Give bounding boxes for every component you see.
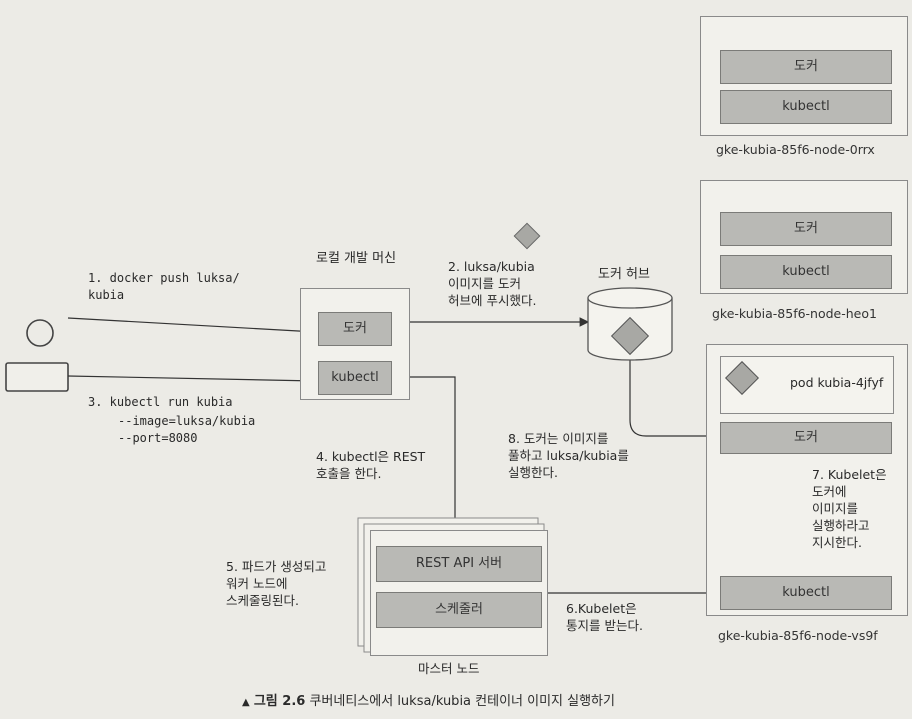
pod-name: pod kubia-4jfyf xyxy=(790,374,883,391)
node1-kubectl-bar: kubectl xyxy=(720,255,892,289)
step-3-label: 3. kubectl run kubia xyxy=(88,394,233,411)
node2-kubectl-bar: kubectl xyxy=(720,576,892,610)
step-4-label: 4. kubectl은 REST 호출을 한다. xyxy=(316,448,425,482)
step-6-label: 6.Kubelet은 통지를 받는다. xyxy=(566,600,643,634)
node0-kubectl-bar: kubectl xyxy=(720,90,892,124)
step-5-label: 5. 파드가 생성되고 워커 노드에 스케줄링된다. xyxy=(226,558,326,609)
node2-docker-bar: 도커 xyxy=(720,422,892,454)
docker-hub-title: 도커 허브 xyxy=(598,266,650,283)
image-diamond-icon xyxy=(514,223,539,248)
user-icon xyxy=(6,320,68,391)
step-8-label: 8. 도커는 이미지를 풀하고 luksa/kubia를 실행한다. xyxy=(508,430,629,481)
step-1-label: 1. docker push luksa/ kubia xyxy=(88,270,240,304)
node1-name: gke-kubia-85f6-node-heo1 xyxy=(712,306,877,321)
arrow-kubectl-run xyxy=(68,376,316,381)
caption: ▲ 그림 2.6 쿠버네티스에서 luksa/kubia 컨테이너 이미지 실행… xyxy=(242,690,615,709)
docker-hub-cylinder xyxy=(588,288,672,360)
rest-api-server-bar: REST API 서버 xyxy=(376,546,542,582)
arrow-docker-push xyxy=(68,318,316,332)
caption-text: 쿠버네티스에서 luksa/kubia 컨테이너 이미지 실행하기 xyxy=(309,694,615,709)
master-node-title: 마스터 노드 xyxy=(418,660,479,677)
node1-docker-bar: 도커 xyxy=(720,212,892,246)
caption-triangle-icon: ▲ xyxy=(242,697,250,708)
caption-prefix: 그림 2.6 xyxy=(254,694,305,709)
step-2-label: 2. luksa/kubia 이미지를 도커 허브에 푸시했다. xyxy=(448,258,536,309)
local-machine-title: 로컬 개발 머신 xyxy=(316,250,396,267)
local-kubectl-bar: kubectl xyxy=(318,361,392,395)
node2-name: gke-kubia-85f6-node-vs9f xyxy=(718,628,878,643)
step-3-args: --image=luksa/kubia --port=8080 xyxy=(118,413,255,447)
step-7-label: 7. Kubelet은 도커에 이미지를 실행하라고 지시한다. xyxy=(812,466,887,551)
local-docker-bar: 도커 xyxy=(318,312,392,346)
node0-docker-bar: 도커 xyxy=(720,50,892,84)
node0-name: gke-kubia-85f6-node-0rrx xyxy=(716,142,875,157)
scheduler-bar: 스케줄러 xyxy=(376,592,542,628)
